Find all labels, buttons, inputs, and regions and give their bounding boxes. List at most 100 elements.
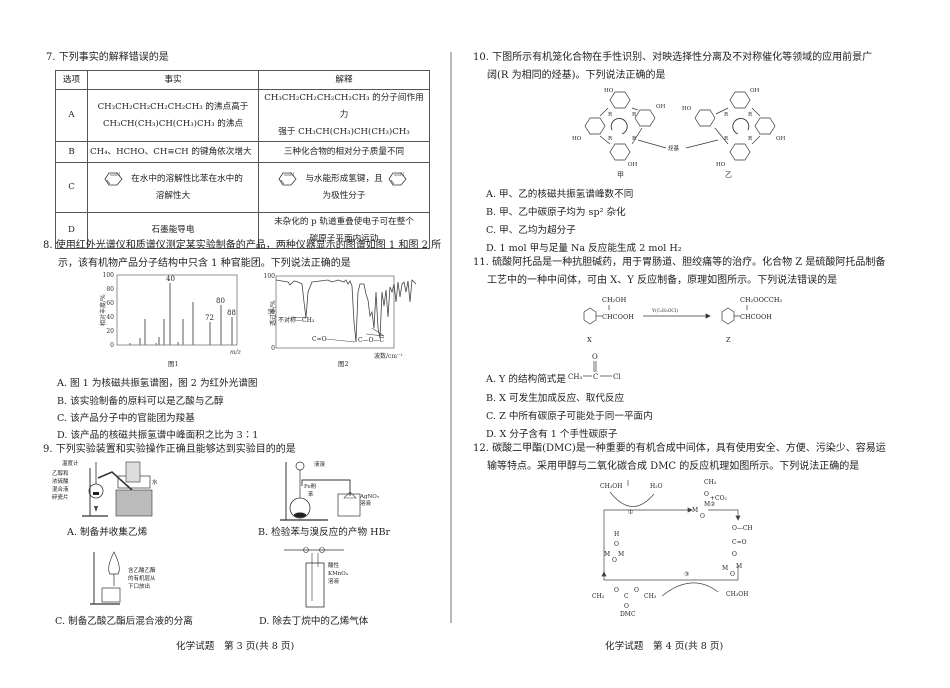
svg-text:CH₂OOCCH₃: CH₂OOCCH₃: [740, 296, 783, 304]
q11-stem-line2: 工艺中的一种中间体，可由 X、Y 反应制备，原理如图所示。下列说法错误的是: [487, 275, 838, 286]
q8-option-d: D. 该产品的核磁共振氢谱中峰面积之比为 3∶1: [57, 430, 259, 441]
svg-text:C: C: [624, 593, 629, 600]
q10-stem-line1: 10. 下图所示有机笼化合物在手性识别、对映选择性分离及不对称催化等领域的应用前…: [473, 52, 873, 63]
svg-text:O: O: [732, 551, 737, 558]
svg-text:20: 20: [106, 328, 114, 335]
svg-text:图2: 图2: [338, 360, 349, 368]
svg-text:波数/cm⁻¹: 波数/cm⁻¹: [374, 352, 403, 360]
explanation-line: 未杂化的 p 轨道重叠使电子可在整个: [274, 216, 414, 227]
svg-text:0: 0: [110, 342, 114, 349]
q9-stem: 9. 下列实验装置和实验操作正确且能够达到实验目的的是: [43, 444, 296, 455]
q11-stem-line1: 11. 硫酸阿托品是一种抗胆碱药，用于胃肠道、胆绞痛等的治疗。化合物 Z 是硫酸…: [473, 257, 886, 268]
q12-stem-line1: 12. 碳酸二甲酯(DMC)是一种重要的有机合成中间体，具有使用安全、方便、污染…: [473, 443, 886, 454]
svg-text:下口放出: 下口放出: [128, 582, 150, 590]
svg-text:X: X: [587, 336, 592, 344]
svg-text:CH₃OH: CH₃OH: [726, 591, 748, 598]
svg-text:乙醇和: 乙醇和: [52, 469, 69, 477]
table-header-row: 选项 事实 解释: [55, 70, 430, 90]
pyridine-icon: N: [104, 172, 123, 186]
svg-text:m/z: m/z: [230, 349, 242, 356]
svg-text:+CO₂: +CO₂: [710, 495, 728, 502]
svg-text:R: R: [748, 136, 753, 142]
table-header: 解释: [258, 70, 430, 90]
svg-text:O: O: [700, 513, 705, 520]
svg-text:OH: OH: [750, 88, 760, 94]
svg-text:HO: HO: [572, 136, 582, 142]
table-row: B CH₄、HCHO、CH≡CH 的键角依次增大 三种化合物的相对分子质量不同: [55, 141, 430, 163]
svg-text:80: 80: [216, 297, 225, 305]
compound-jia-label: 甲: [617, 171, 624, 179]
explanation-cell: N 与水能形成氢键，且 N 为极性分子: [258, 162, 430, 213]
svg-text:CH₃OH: CH₃OH: [600, 483, 622, 490]
svg-text:R: R: [608, 112, 613, 118]
svg-text:烃基: 烃基: [668, 144, 680, 152]
svg-text:R: R: [748, 112, 753, 118]
fact-cell: N 在水中的溶解性比苯在水中的 溶解性大: [87, 162, 259, 213]
q11-option-b: B. X 可发生加成反应、取代反应: [486, 393, 625, 404]
svg-text:C: C: [593, 373, 598, 381]
svg-text:C—O—C: C—O—C: [358, 337, 385, 344]
svg-text:不对称—CH₃: 不对称—CH₃: [278, 316, 315, 324]
svg-text:CH₃: CH₃: [704, 479, 717, 486]
svg-text:AgNO₃: AgNO₃: [359, 494, 379, 500]
svg-text:C=O: C=O: [312, 336, 327, 343]
q10-option-c: C. 甲、乙均为超分子: [486, 225, 576, 236]
svg-text:R: R: [724, 136, 729, 142]
svg-text:图1: 图1: [168, 360, 179, 368]
fact-line: 溶解性大: [155, 191, 191, 201]
q8-option-c: C. 该产品分子中的官能团为羧基: [57, 413, 195, 424]
apparatus-d-diagram: 酸性 KMnO₄ 溶液: [284, 547, 349, 608]
svg-text:O: O: [592, 353, 598, 361]
explanation-line: 为极性分子: [322, 191, 366, 201]
dmc-mechanism-diagram: CH₃OH H₂O ① ② ③ +CO₂ MOM CH₃O HO MOM O—C…: [592, 479, 752, 616]
fact-cell: CH₃CH₂CH₂CH₂CH₂CH₃ 的沸点高于 CH₃CH(CH₃)CH(CH…: [87, 89, 259, 142]
svg-text:R: R: [724, 112, 729, 118]
svg-text:O: O: [614, 587, 619, 594]
svg-text:N: N: [290, 172, 295, 178]
svg-text:CH₃: CH₃: [568, 373, 582, 381]
q11-option-a-label: A. Y 的结构简式是: [486, 374, 566, 385]
svg-text:CH₃: CH₃: [644, 593, 657, 600]
svg-text:M: M: [604, 551, 610, 558]
svg-text:C=O: C=O: [732, 539, 747, 546]
q8-stem-line2: 示，该有机物产品分子结构中只含 1 种官能团。下列说法正确的是: [58, 258, 351, 269]
svg-text:O—CH₃: O—CH₃: [732, 525, 752, 532]
svg-text:①: ①: [628, 509, 633, 516]
explanation-line: 强于 CH₃CH(CH₃)CH(CH₃)CH₃: [278, 127, 410, 137]
svg-text:KMnO₄: KMnO₄: [328, 571, 349, 577]
svg-text:Y(C₂H₃OCl): Y(C₂H₃OCl): [651, 307, 678, 314]
table-row: C N 在水中的溶解性比苯在水中的 溶解性大: [55, 162, 430, 213]
svg-text:CH₃: CH₃: [592, 593, 605, 600]
svg-text:O: O: [704, 491, 709, 498]
q11-option-d: D. X 分子含有 1 个手性碳原子: [486, 429, 618, 440]
svg-text:100: 100: [264, 273, 276, 280]
compound-yi-label: 乙: [725, 171, 732, 179]
option-cell: C: [55, 162, 88, 213]
explanation-cell: 三种化合物的相对分子质量不同: [258, 141, 430, 163]
apparatus-a-diagram: 温度计 乙醇和 浓硫酸 混合液 碎瓷片 水: [52, 459, 158, 517]
svg-text:N: N: [116, 172, 121, 178]
svg-text:酸性: 酸性: [328, 561, 340, 569]
svg-text:O: O: [624, 603, 629, 610]
svg-text:Cl: Cl: [613, 373, 621, 381]
q9-caption-c: C. 制备乙酸乙酯后混合液的分离: [55, 616, 193, 627]
svg-text:HO: HO: [604, 88, 614, 94]
svg-text:CHCOOH: CHCOOH: [602, 313, 634, 321]
fact-cell: 石墨能导电: [87, 212, 259, 249]
apparatus-c-diagram: 含乙酸乙酯 的有机层从 下口放出: [90, 551, 156, 605]
svg-text:R: R: [632, 136, 637, 142]
svg-text:溶液: 溶液: [328, 577, 340, 585]
fact-line: CH₃CH(CH₃)CH(CH₃)CH₃ 的沸点: [102, 118, 244, 129]
page-divider: [450, 52, 452, 623]
svg-text:40: 40: [166, 275, 175, 283]
svg-text:液溴: 液溴: [314, 460, 326, 468]
svg-text:O: O: [614, 541, 619, 548]
svg-text:0: 0: [271, 345, 275, 352]
svg-text:O: O: [612, 557, 617, 564]
svg-text:M: M: [692, 507, 698, 514]
left-page-footer: 化学试题 第 3 页(共 8 页): [176, 641, 295, 652]
svg-text:H: H: [614, 531, 619, 538]
q10-option-a: A. 甲、乙的核磁共振氢谱峰数不同: [486, 189, 634, 200]
svg-text:Z: Z: [726, 336, 731, 344]
svg-text:OH: OH: [628, 162, 638, 168]
